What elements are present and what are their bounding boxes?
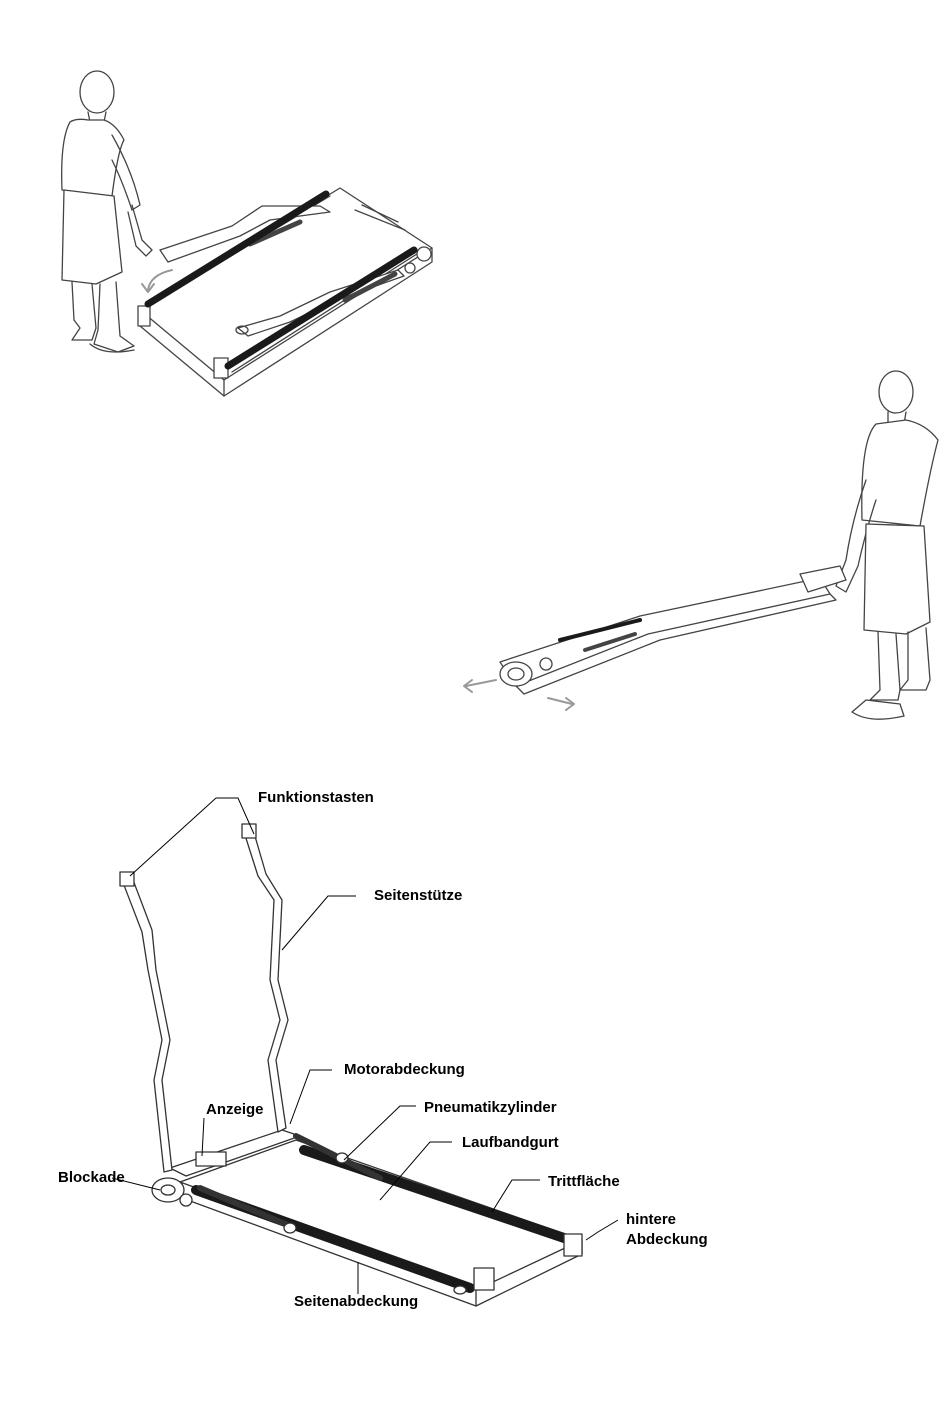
label-seitenstuetze: Seitenstütze xyxy=(374,886,462,906)
label-funktionstasten: Funktionstasten xyxy=(258,788,374,808)
label-seitenabdeckung: Seitenabdeckung xyxy=(294,1292,418,1312)
label-blockade: Blockade xyxy=(58,1168,125,1188)
label-trittflaeche: Trittfläche xyxy=(548,1172,620,1192)
label-anzeige: Anzeige xyxy=(206,1100,264,1120)
label-hintere-abdeckung-line1: hintere xyxy=(626,1210,676,1230)
label-laufbandgurt: Laufbandgurt xyxy=(462,1133,559,1153)
label-pneumatikzylinder: Pneumatikzylinder xyxy=(424,1098,557,1118)
label-hintere-abdeckung-line2: Abdeckung xyxy=(626,1230,708,1250)
person-figure-2 xyxy=(836,371,938,719)
label-motorabdeckung: Motorabdeckung xyxy=(344,1060,465,1080)
treadmill-folded-rolling xyxy=(500,566,846,694)
